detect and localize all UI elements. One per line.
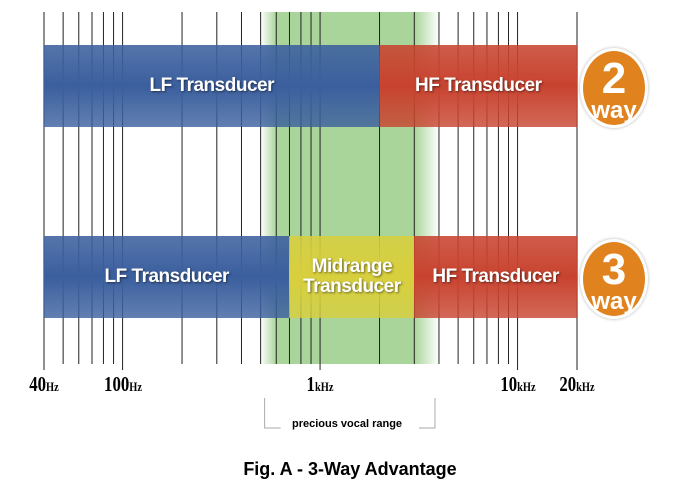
label-number: 1 [306,372,316,396]
vocal-range-bracket [264,398,436,429]
band-hf-transducer: HF Transducer [379,45,577,127]
label-unit: Hz [46,379,59,394]
badge-word: way [591,288,637,315]
figure-title: Fig. A - 3-Way Advantage [243,459,457,479]
axis-label: 1kHz [307,372,334,397]
badge-number: 3 [601,245,627,294]
label-unit: kHz [315,379,334,394]
axis-label: 100Hz [104,372,142,397]
label-number: 100 [103,372,129,396]
label-number: 40 [29,372,47,396]
label-number: 10 [499,372,517,396]
label-number: 20 [559,372,577,396]
badge-word: way [591,97,637,124]
axis-label: 10kHz [500,372,535,397]
band-lf-transducer: LF Transducer [44,236,290,318]
band-midrange-transducer: Midrange Transducer [289,236,415,318]
vocal-range-label: precious vocal range [292,418,403,430]
band-hf-transducer: HF Transducer [414,236,577,318]
band-lf-transducer: LF Transducer [44,45,380,127]
axis-label: 40Hz [29,372,59,397]
label-unit: kHz [576,379,595,394]
badge-number: 2 [601,54,627,103]
label-unit: Hz [128,379,142,394]
label-unit: kHz [516,379,536,394]
axis-label: 20kHz [559,372,594,397]
